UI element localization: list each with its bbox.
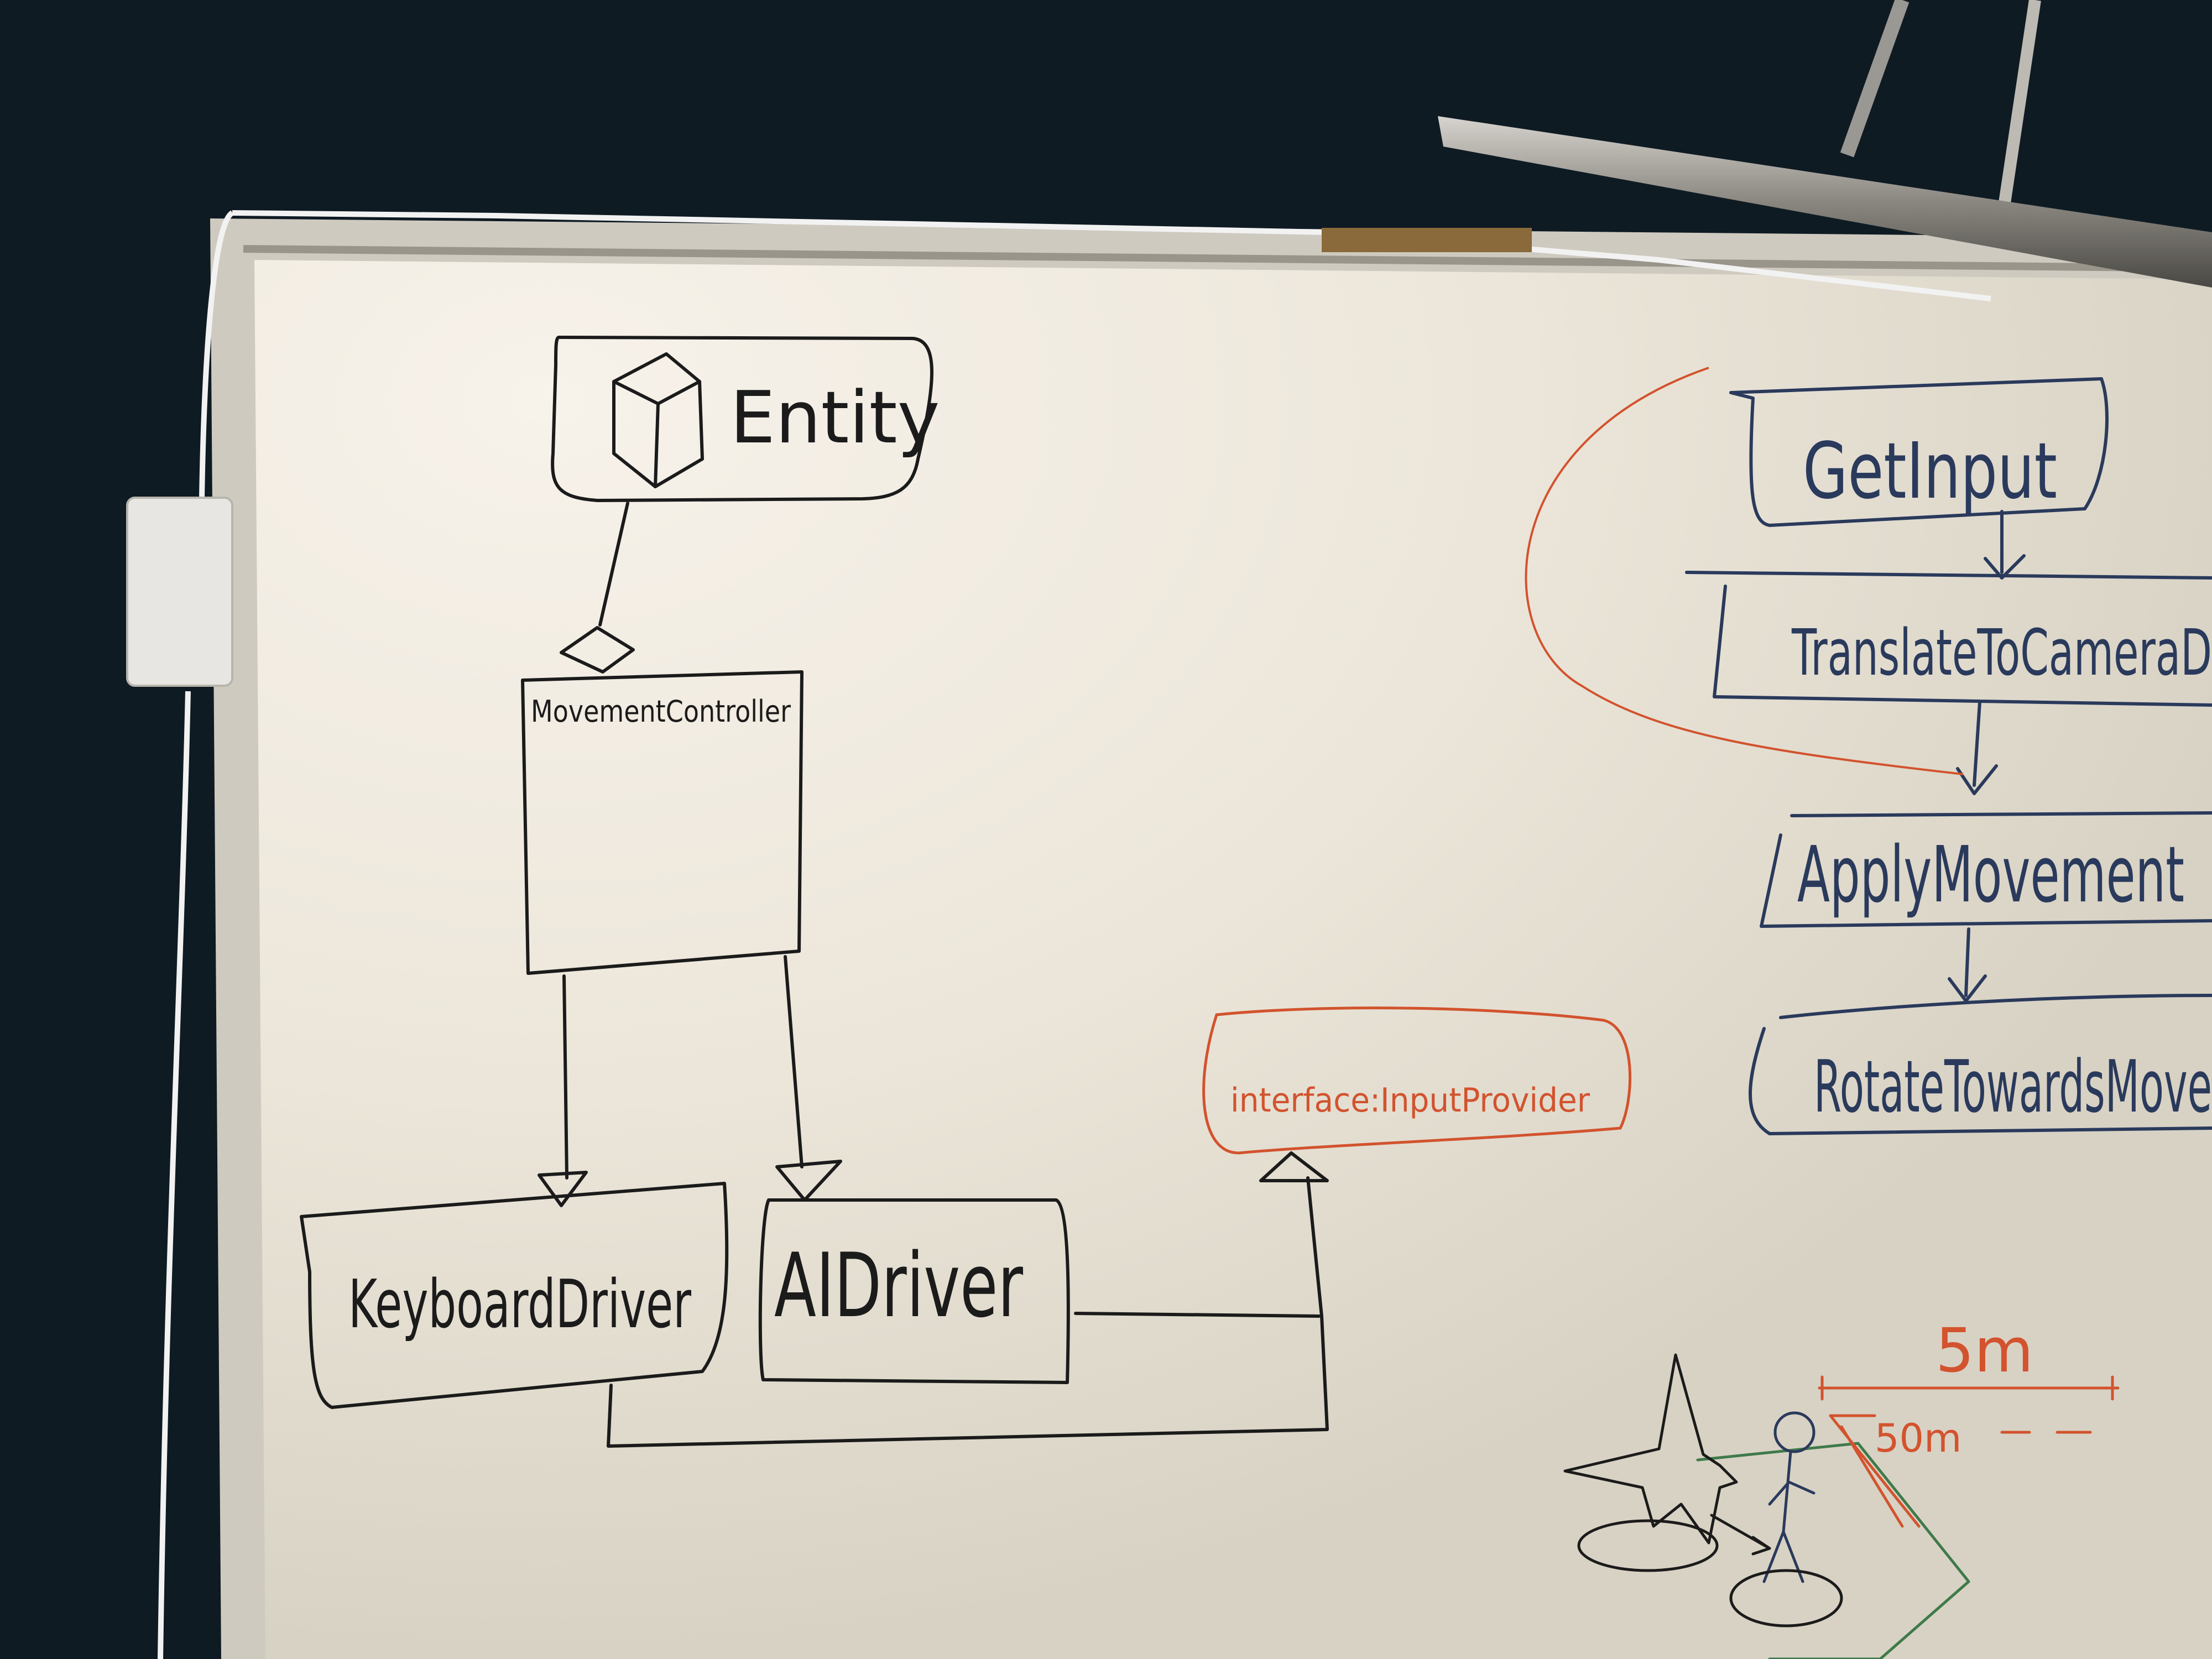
- ai-driver-label: AIDriver: [774, 1234, 1023, 1337]
- flow-step-label-1: GetInput: [1803, 426, 2057, 517]
- ai-driver-box: [758, 1198, 1070, 1384]
- flow-step-box-4: [1749, 994, 2212, 1135]
- flow-step-box-3: [1760, 811, 2212, 928]
- power-adapter: [126, 497, 233, 687]
- tape-strip: [1322, 228, 1532, 252]
- distance-label-5m: 5m: [1936, 1315, 2033, 1386]
- loop-back-arc: [1525, 367, 1964, 775]
- cube-icon: [612, 352, 704, 488]
- entity-box: [551, 336, 933, 502]
- interface-input-provider-box: [1202, 1006, 1632, 1155]
- movement-controller-label: MovementController: [531, 694, 791, 729]
- flow-step-box-1: [1729, 377, 2109, 527]
- movement-flow: [1685, 377, 2212, 1135]
- player-shadow: [1729, 1569, 1843, 1627]
- star-enemy: [1563, 1353, 1738, 1545]
- distance-label-50m: 50m: [1875, 1416, 1961, 1461]
- movement-arrow: [1710, 1514, 1771, 1556]
- flow-step-label-2: TranslateToCameraD: [1791, 616, 2212, 690]
- uml-diagram: [300, 336, 1329, 1448]
- entity-label: Entity: [730, 375, 940, 460]
- realization-line-ai: [1074, 1312, 1321, 1318]
- enemy-shadow: [1577, 1519, 1719, 1572]
- interface-triangle: [1259, 1151, 1329, 1182]
- arrow-to-ai-driver: [775, 1160, 842, 1202]
- interface-input-provider-label: interface:InputProvider: [1230, 1081, 1590, 1120]
- flow-step-label-4: RotateTowardsMove: [1814, 1045, 2212, 1129]
- gameplay-sketch: [1563, 1353, 2120, 1659]
- flow-step-label-3: ApplyMovement: [1797, 830, 2184, 920]
- realization-line-keyboard: [607, 1176, 1329, 1448]
- composition-diamond: [560, 626, 635, 674]
- picture-lamp: [1438, 0, 2212, 288]
- flow-step-box-2: [1685, 571, 2212, 707]
- distance-markers: [1818, 1375, 2120, 1528]
- movement-controller-box: [521, 670, 804, 975]
- keyboard-driver-label: KeyboardDriver: [348, 1266, 691, 1343]
- keyboard-driver-box: [300, 1182, 729, 1409]
- arrow-to-keyboard-driver: [538, 1171, 588, 1207]
